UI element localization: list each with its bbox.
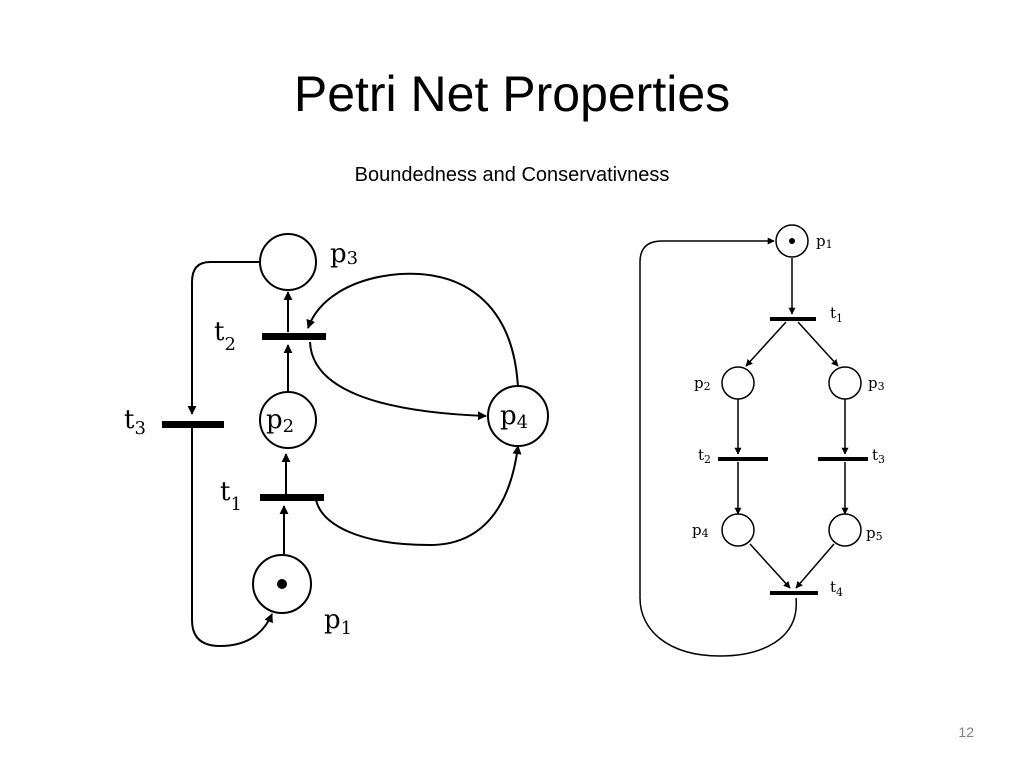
transition-right-t3: t3: [818, 446, 885, 466]
arc-t3-p1: [191, 428, 273, 648]
transition-label: t3: [124, 405, 146, 439]
place-label: p1: [324, 605, 352, 639]
right-arcs: [639, 237, 849, 657]
arc-t2-p4: [309, 341, 487, 421]
arc-t1-p4: [315, 445, 522, 547]
transition-right-t1: t1: [770, 304, 843, 325]
place-label: p3: [868, 374, 885, 393]
transition-label: t2: [698, 446, 711, 466]
token: [789, 238, 795, 244]
place-right-p1: p1: [775, 224, 833, 258]
place-left-p4: p4: [487, 385, 549, 447]
left-arcs: [187, 261, 522, 648]
place-label: p2: [266, 405, 294, 437]
transition-left-t1: t1: [220, 477, 324, 515]
place-label: p3: [330, 239, 358, 269]
transition-label: t2: [214, 317, 236, 355]
transition-label: t4: [830, 578, 843, 599]
arc-p4-t2: [306, 272, 519, 389]
transition-label: t1: [220, 477, 242, 515]
place-left-p1: p1: [252, 554, 352, 639]
slide-title: Petri Net Properties: [293, 66, 731, 122]
arc-p4-t4: [749, 543, 791, 589]
page-number: 12: [958, 724, 974, 740]
place-right-p4: p4: [692, 513, 755, 547]
transition-left-t2: t2: [214, 317, 326, 355]
transition-right-t4: t4: [770, 578, 843, 599]
place-left-p3: p3: [259, 233, 358, 291]
slide-subtitle: Boundedness and Conservativness: [354, 164, 670, 186]
place-label: p4: [500, 401, 528, 433]
place-left-p2: p2: [259, 391, 317, 449]
left-petri-net: p3 p2 p4 p1 t2 t3: [124, 233, 549, 648]
token: [277, 579, 287, 589]
right-petri-net: p1 p2 p3 p4 p5 t1: [639, 224, 885, 657]
transition-label: t1: [830, 304, 843, 325]
arc-t4-p1: [639, 237, 797, 657]
arc-p3-t3: [187, 261, 260, 415]
place-label: p1: [816, 232, 833, 251]
place-label: p5: [866, 524, 883, 543]
place-label: p2: [694, 374, 711, 393]
arc-t1-p3: [797, 321, 839, 367]
place-right-p3: p3: [828, 366, 885, 400]
arc-t1-p2: [745, 321, 787, 367]
place-right-p2: p2: [694, 366, 755, 400]
transition-right-t2: t2: [698, 446, 768, 466]
place-label: p4: [692, 521, 709, 540]
arc-p5-t4: [795, 543, 835, 589]
transition-label: t3: [872, 446, 885, 466]
place-right-p5: p5: [828, 513, 883, 547]
transition-left-t3: t3: [124, 405, 224, 439]
